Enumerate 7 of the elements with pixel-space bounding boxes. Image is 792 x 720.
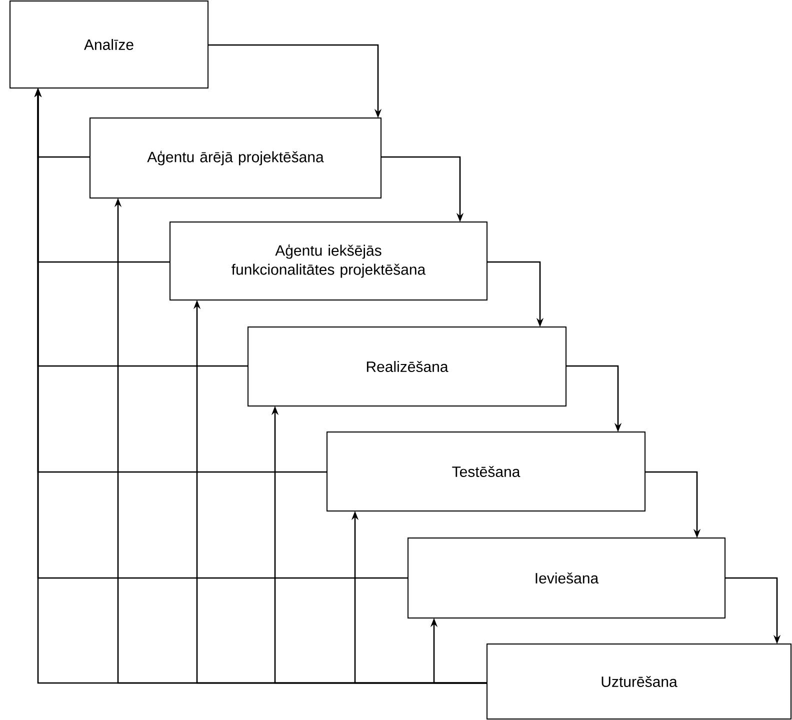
- process-box: Analīze: [10, 0, 208, 88]
- process-box: Uzturēšana: [486, 644, 792, 720]
- process-box: Aģentu ārējā projektēšana: [90, 118, 382, 198]
- process-box: Realizēšana: [248, 326, 566, 406]
- process-box: Aģentu iekšējās funkcionalitātes projektēšana: [170, 222, 488, 300]
- process-box: Ieviešana: [408, 538, 726, 618]
- process-box: Testēšana: [326, 432, 646, 512]
